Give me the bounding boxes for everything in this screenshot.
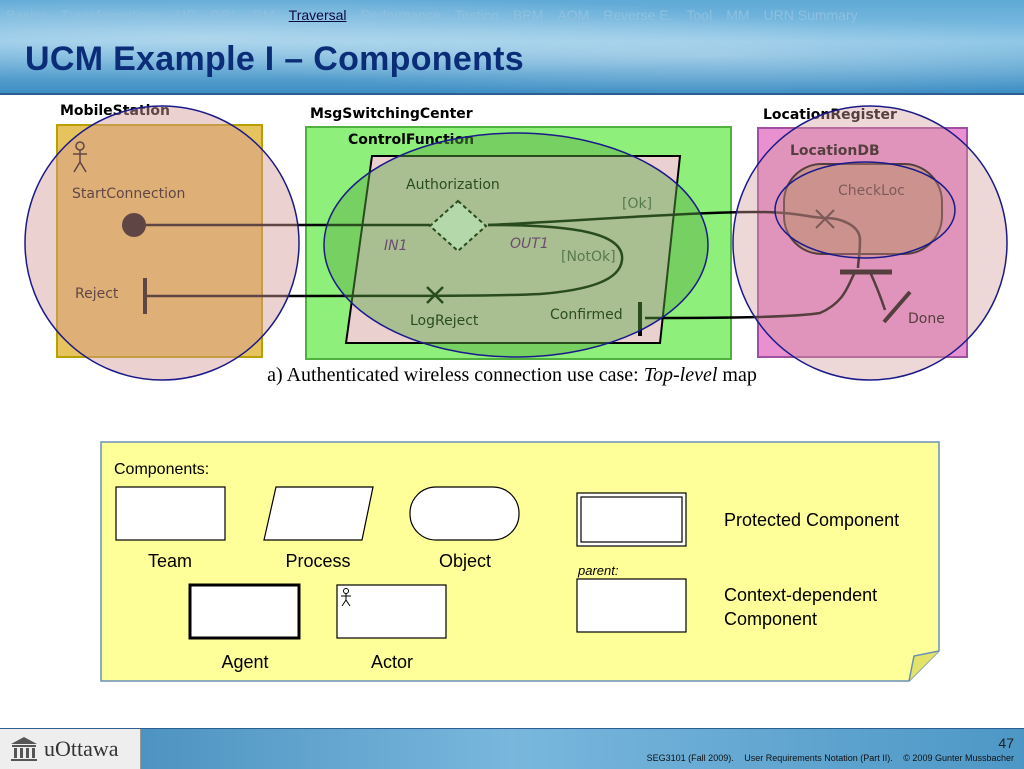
out1-label: OUT1 xyxy=(510,236,549,252)
control-function-highlight xyxy=(323,132,709,358)
footer-copyright: © 2009 Gunter Mussbacher xyxy=(903,753,1014,763)
university-logo: uOttawa xyxy=(0,729,141,769)
log-reject-icon xyxy=(426,286,444,304)
nav-item-bpm[interactable]: BPM xyxy=(513,7,544,23)
ok-label: [Ok] xyxy=(622,196,652,212)
figure-caption: a) Authenticated wireless connection use… xyxy=(0,364,1024,387)
ucm-map: MobileStation StartConnection Reject Msg… xyxy=(24,103,1008,381)
nav-item-urn-summary[interactable]: URN Summary xyxy=(763,7,858,23)
logo-text: uOttawa xyxy=(44,736,119,761)
nav-item-grl[interactable]: GRL xyxy=(210,7,239,23)
check-loc-label: CheckLoc xyxy=(838,183,905,199)
legend-actor-icon xyxy=(341,588,351,607)
nav-item-traversal[interactable]: Traversal xyxy=(288,7,347,23)
slide-footer: uOttawa 47 SEG3101 (Fall 2009). User Req… xyxy=(0,728,1024,769)
not-ok-label: [NotOk] xyxy=(561,249,616,265)
path-notok-to-reject xyxy=(144,223,624,298)
nav-item-basics[interactable]: Basics xyxy=(6,7,48,23)
caption-suffix: map xyxy=(717,364,757,386)
process-shape xyxy=(263,486,374,541)
nav-item-aom[interactable]: AOM xyxy=(557,7,590,23)
check-loc-highlight xyxy=(774,161,956,259)
university-building-icon xyxy=(11,737,37,761)
nav-item-rm[interactable]: RM xyxy=(252,7,275,23)
object-shape xyxy=(409,486,520,541)
path-to-confirmed xyxy=(644,271,857,320)
location-db-label: LocationDB xyxy=(790,143,880,159)
context-dependent-label-line1: Context-dependent xyxy=(724,585,877,605)
object-label: Object xyxy=(439,551,491,571)
nav-item-uc[interactable]: UC xyxy=(175,7,197,23)
path-to-done xyxy=(868,271,887,311)
footer-topic: User Requirements Notation (Part II). xyxy=(744,753,893,763)
start-point-icon xyxy=(122,213,146,237)
mobile-station-highlight xyxy=(24,105,300,381)
reject-label: Reject xyxy=(75,286,119,302)
slide-title: UCM Example I – Components xyxy=(25,40,524,78)
caption-italic: Top-level xyxy=(643,364,718,386)
agent-shape xyxy=(188,583,301,640)
legend-background xyxy=(100,441,940,682)
check-loc-object xyxy=(783,163,943,255)
done-end-bar-icon xyxy=(882,290,912,324)
protected-label: Protected Component xyxy=(724,510,899,530)
start-connection-label: StartConnection xyxy=(72,186,185,202)
team-label: Team xyxy=(148,551,192,571)
confirmed-label: Confirmed xyxy=(550,307,623,323)
protected-shape-inner xyxy=(580,496,683,543)
in1-label: IN1 xyxy=(384,238,408,254)
switching-center-label: MsgSwitchingCenter xyxy=(310,106,473,122)
parent-label: parent: xyxy=(577,563,619,578)
nav-item-tool[interactable]: Tool xyxy=(686,7,713,23)
control-function-label: ControlFunction xyxy=(348,132,474,148)
actor-icon xyxy=(73,141,87,173)
context-dependent-label-line2: Component xyxy=(724,609,817,629)
context-dependent-shape xyxy=(576,578,687,633)
actor-label: Actor xyxy=(371,652,413,672)
location-register-label: LocationRegister xyxy=(763,107,897,123)
log-reject-label: LogReject xyxy=(410,313,479,329)
nav-item-transformations[interactable]: Transformations xyxy=(61,7,162,23)
nav-item-mm[interactable]: MM xyxy=(726,7,750,23)
done-label: Done xyxy=(908,311,945,327)
components-legend: Components: Team Process Object Protecte… xyxy=(100,441,940,682)
footer-text: SEG3101 (Fall 2009). User Requirements N… xyxy=(639,753,1014,763)
nav-bar: Basics Transformations UC GRL RM Travers… xyxy=(6,7,1021,23)
mobile-station-component xyxy=(56,124,263,358)
location-register-highlight xyxy=(732,105,1008,381)
legend-heading: Components: xyxy=(114,461,209,478)
nav-item-reverse-e[interactable]: Reverse E. xyxy=(603,7,673,23)
footer-course: SEG3101 (Fall 2009). xyxy=(646,753,734,763)
check-loc-responsibility-icon xyxy=(815,209,835,229)
authorization-stub-icon xyxy=(428,199,488,253)
slide-header: Basics Transformations UC GRL RM Travers… xyxy=(0,0,1024,95)
path-ok-to-checkloc xyxy=(487,210,862,269)
legend-page-curl-icon xyxy=(908,650,940,682)
page-number: 47 xyxy=(998,735,1014,751)
caption-prefix: a) Authenticated wireless connection use… xyxy=(267,364,644,386)
process-label: Process xyxy=(285,551,350,571)
actor-shape xyxy=(336,584,447,639)
nav-item-performance[interactable]: Performance xyxy=(360,7,441,23)
agent-label: Agent xyxy=(221,652,268,672)
authorization-label: Authorization xyxy=(406,177,500,193)
team-shape xyxy=(115,486,226,541)
nav-item-testing[interactable]: Testing xyxy=(454,7,500,23)
